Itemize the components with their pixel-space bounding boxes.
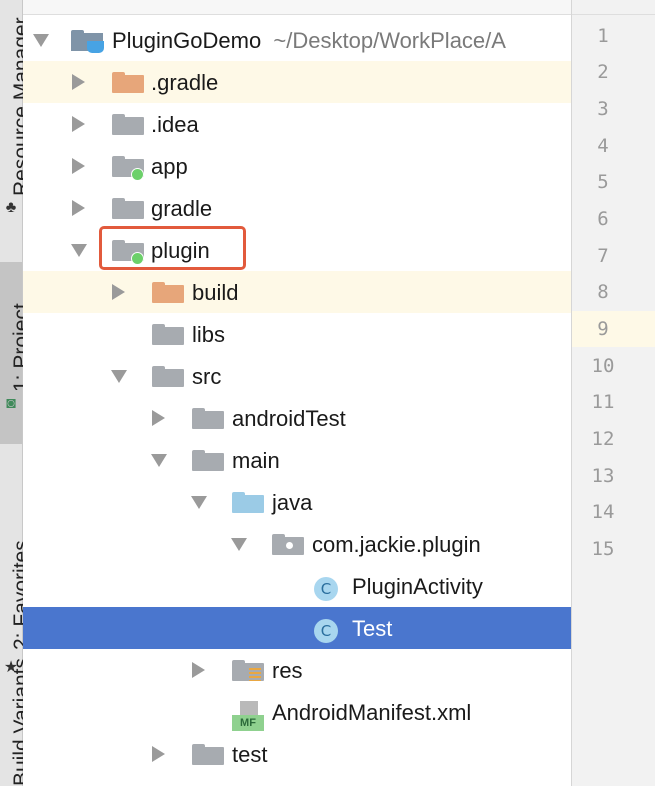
project-icon: ◙: [6, 395, 16, 412]
class-icon: C: [314, 619, 338, 643]
tree-item-idea[interactable]: .idea: [23, 103, 571, 145]
tree-item-label: PluginGoDemo ~/Desktop/WorkPlace/A: [112, 28, 506, 53]
gutter-header-strip: [572, 0, 655, 15]
tree-item-build[interactable]: build: [23, 271, 571, 313]
tree-item-label: PluginActivity: [352, 574, 483, 599]
tree-item-root[interactable]: PluginGoDemo ~/Desktop/WorkPlace/A: [23, 19, 571, 61]
tree-item-label: src: [192, 364, 222, 389]
line-number: 6: [597, 208, 609, 230]
chevron-right-icon[interactable]: [68, 114, 88, 134]
folder-icon: [112, 198, 144, 219]
chevron-down-icon[interactable]: [190, 492, 210, 512]
tree-item-label: com.jackie.plugin: [312, 532, 481, 557]
tree-item-label: .gradle: [151, 70, 219, 95]
tree-header-strip: [23, 0, 571, 15]
tree-item-label: plugin: [151, 238, 210, 263]
tree-item-label: app: [151, 154, 188, 179]
folder-icon: [152, 366, 184, 387]
line-number: 15: [591, 538, 615, 560]
tree-item-gradle[interactable]: gradle: [23, 187, 571, 229]
resource-manager-tab[interactable]: Resource Manager ♣: [0, 0, 33, 225]
tree-item-package[interactable]: com.jackie.plugin: [23, 523, 571, 565]
tree-item-label: .idea: [151, 112, 199, 137]
tree-item-libs[interactable]: libs: [23, 313, 571, 355]
module-folder-icon: [112, 240, 144, 265]
module-folder-icon: [112, 156, 144, 181]
tree-item-res[interactable]: res: [23, 649, 571, 691]
tree-item-label: AndroidManifest.xml: [272, 700, 472, 725]
folder-icon: [192, 744, 224, 765]
tree-item-androidtest[interactable]: androidTest: [23, 397, 571, 439]
tree-item-label: java: [272, 490, 313, 515]
folder-icon: [152, 282, 184, 303]
project-tab[interactable]: 1: Project ◙: [0, 262, 33, 444]
source-folder-icon: [232, 492, 264, 513]
folder-icon: [112, 72, 144, 93]
folder-icon: [112, 114, 144, 135]
line-number: 2: [597, 61, 609, 83]
tree-item-label: libs: [192, 322, 226, 347]
line-number: 11: [591, 391, 615, 413]
star-icon: ★: [3, 659, 19, 676]
tree-item-label: test: [232, 742, 268, 767]
chevron-down-icon[interactable]: [70, 240, 90, 260]
chevron-right-icon[interactable]: [68, 156, 88, 176]
line-number: 4: [597, 135, 609, 157]
chevron-right-icon[interactable]: [108, 282, 128, 302]
folder-icon: [192, 408, 224, 429]
line-number: 7: [597, 245, 609, 267]
line-number: 1: [597, 25, 609, 47]
chevron-right-icon[interactable]: [148, 408, 168, 428]
tree-item-label: main: [232, 448, 280, 473]
resources-folder-icon: [232, 660, 264, 681]
chevron-down-icon[interactable]: [32, 30, 52, 50]
editor-gutter: 1 2 3 4 5 6 7 8 9 10 11 12 13 14 15: [571, 0, 655, 786]
line-number: 5: [597, 171, 609, 193]
tree-item-main[interactable]: main: [23, 439, 571, 481]
current-line-number: 9: [572, 311, 655, 347]
tree-item-label: gradle: [151, 196, 213, 221]
project-tree: PluginGoDemo ~/Desktop/WorkPlace/A .grad…: [23, 0, 571, 786]
tree-item-plugin[interactable]: plugin: [23, 229, 571, 271]
tree-item-label: build: [192, 280, 239, 305]
line-number: 14: [591, 501, 615, 523]
package-icon: [272, 534, 304, 555]
line-number: 3: [597, 98, 609, 120]
tree-item-label: androidTest: [232, 406, 346, 431]
tool-window-strip: Resource Manager ♣ 1: Project ◙ 2: Favor…: [0, 0, 33, 786]
chevron-right-icon[interactable]: [188, 660, 208, 680]
chevron-down-icon[interactable]: [230, 534, 250, 554]
tree-item-src[interactable]: src: [23, 355, 571, 397]
chevron-down-icon[interactable]: [110, 366, 130, 386]
tree-item-test-dir[interactable]: test: [23, 733, 571, 775]
tree-item-gradle-cache[interactable]: .gradle: [23, 61, 571, 103]
manifest-file-icon: MF: [232, 701, 264, 731]
tree-item-label: res: [272, 658, 303, 683]
module-folder-icon: [71, 30, 104, 54]
tree-item-label: Test: [352, 616, 393, 641]
class-icon: C: [314, 577, 338, 601]
chevron-right-icon[interactable]: [68, 198, 88, 218]
folder-icon: [152, 324, 184, 345]
line-number: 13: [591, 465, 615, 487]
tree-item-java[interactable]: java: [23, 481, 571, 523]
project-path: ~/Desktop/WorkPlace/A: [273, 28, 506, 53]
tree-item-plugin-activity[interactable]: C PluginActivity: [23, 565, 571, 607]
build-variants-tab[interactable]: Build Variants: [0, 658, 33, 786]
chevron-right-icon[interactable]: [148, 744, 168, 764]
line-number: 8: [597, 281, 609, 303]
tree-item-app[interactable]: app: [23, 145, 571, 187]
chevron-down-icon[interactable]: [150, 450, 170, 470]
chevron-right-icon[interactable]: [68, 72, 88, 92]
tree-item-test-class[interactable]: C Test: [23, 607, 571, 649]
favorites-tab[interactable]: 2: Favorites ★: [0, 498, 33, 693]
tree-item-manifest[interactable]: MF AndroidManifest.xml: [23, 691, 571, 733]
resource-manager-icon: ♣: [5, 199, 17, 216]
line-number: 12: [591, 428, 615, 450]
line-number: 10: [591, 355, 615, 377]
folder-icon: [192, 450, 224, 471]
